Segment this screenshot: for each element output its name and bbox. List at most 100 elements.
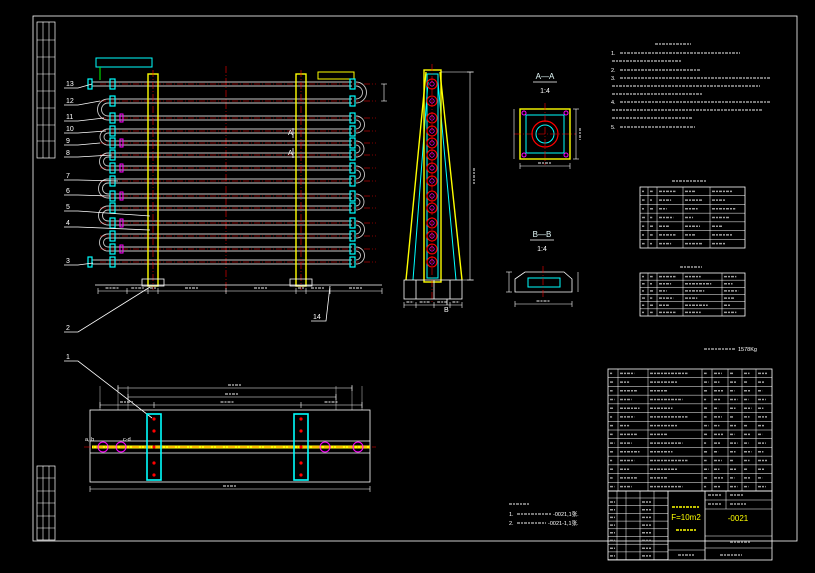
equipment-spec: F=10m2 (671, 513, 701, 522)
right-support-foot (289, 278, 313, 287)
part-label-14: 14 (313, 314, 321, 321)
note-number: 3. (611, 76, 616, 82)
left-flange (109, 217, 116, 229)
section-b-b: B—B 1:4 (506, 230, 579, 307)
anchor-bolt-dots (152, 417, 303, 477)
leader-line (64, 83, 93, 89)
anchor-bolt-dot (152, 473, 156, 477)
right-flange (349, 162, 356, 174)
union-fitting (119, 191, 124, 201)
left-flange (109, 243, 116, 255)
right-u-bend (355, 144, 361, 154)
tube-end-circle (426, 230, 438, 242)
right-flange (349, 149, 356, 161)
right-flange (349, 256, 356, 268)
tube-end-circle (426, 217, 438, 229)
section-b-recess (527, 277, 561, 288)
leader-line (64, 179, 119, 182)
section-a-dimensions (513, 108, 581, 169)
inlet-nozzle-box (95, 57, 153, 68)
note-number: 4. (611, 100, 616, 106)
right-flange (349, 243, 356, 255)
weight-value: 1578Kg (738, 347, 757, 353)
leader-line (64, 226, 151, 231)
tube-end-circle (426, 256, 438, 268)
leader-line (64, 130, 107, 134)
anchor-bolt-dot (152, 417, 156, 421)
left-flange (109, 78, 116, 90)
left-u-bend (103, 156, 109, 167)
outer-border (32, 15, 798, 542)
plan-view: a, b c-d (84, 384, 376, 492)
title-block-border (607, 490, 773, 561)
left-u-bend (98, 178, 109, 199)
tube-bore (429, 193, 435, 199)
nozzle-flange (97, 441, 109, 453)
right-flange (349, 137, 356, 149)
tube-end-circle (426, 162, 438, 174)
right-u-bend (355, 250, 361, 261)
part-label: 7 (66, 173, 70, 180)
section-a-title: A—A (536, 72, 555, 81)
part-leaders: 13 12 11 10 9 8 7 6 5 4 3 2 14 (64, 81, 331, 419)
tube-bore (429, 259, 435, 265)
bolt-hole (563, 152, 569, 158)
section-a-a: A—A 1:4 (513, 72, 581, 169)
tube-bore (429, 115, 435, 121)
right-flange (349, 175, 356, 187)
left-flange (109, 256, 116, 268)
left-u-bend (103, 237, 109, 248)
bolt-hole (563, 110, 569, 116)
anchor-bolt-dot (299, 473, 303, 477)
tube-bore (429, 233, 435, 239)
tube-bore (429, 165, 435, 171)
union-fitting (119, 218, 124, 228)
leader-line (311, 285, 331, 322)
right-flange (349, 95, 356, 107)
front-dimension-line (97, 287, 383, 294)
tube-end-circle (426, 202, 438, 214)
binding-strip-top (36, 21, 56, 159)
anchor-bolt-dot (299, 429, 303, 433)
nozzle-table (639, 180, 746, 249)
part-label: 12 (66, 98, 74, 105)
right-u-bend (355, 81, 367, 104)
leader-line (64, 360, 153, 419)
note-number: 1. (611, 51, 616, 57)
equipment-weight: 1578Kg (704, 347, 757, 353)
tube-bore (429, 128, 435, 134)
left-flange (109, 95, 116, 107)
note-number: 1. (509, 512, 514, 518)
leader-line (64, 117, 105, 122)
leader-line (64, 262, 94, 266)
plan-dimensions (89, 384, 371, 492)
left-flange (109, 162, 116, 174)
right-u-bend (355, 169, 361, 180)
support-leg-left (405, 71, 427, 281)
union-fitting (119, 244, 124, 254)
right-u-bend (355, 165, 365, 184)
support-brace-left (412, 81, 429, 281)
title-block: F=10m2 -0021 (607, 490, 773, 561)
tube-end-circle (426, 137, 438, 149)
right-u-bend (355, 140, 365, 158)
tube-end-circle (426, 149, 438, 161)
leader-line (64, 286, 151, 333)
nozzle-flange (319, 441, 331, 453)
part-label: 8 (66, 150, 70, 157)
tube-end-circle (426, 78, 438, 90)
leader-line (64, 100, 101, 106)
tube-bore (429, 98, 435, 104)
part-label-2: 2 (66, 325, 70, 332)
bolt-hole (521, 152, 527, 158)
tube-bore (429, 246, 435, 252)
part-label: 5 (66, 204, 70, 211)
leader-line (64, 194, 111, 197)
section-marker-a-lower: A (288, 150, 293, 157)
left-u-bend (99, 128, 109, 146)
right-u-bend (355, 246, 365, 265)
strip-border (36, 21, 56, 159)
union-fitting (119, 163, 124, 173)
leader-line (64, 154, 113, 158)
